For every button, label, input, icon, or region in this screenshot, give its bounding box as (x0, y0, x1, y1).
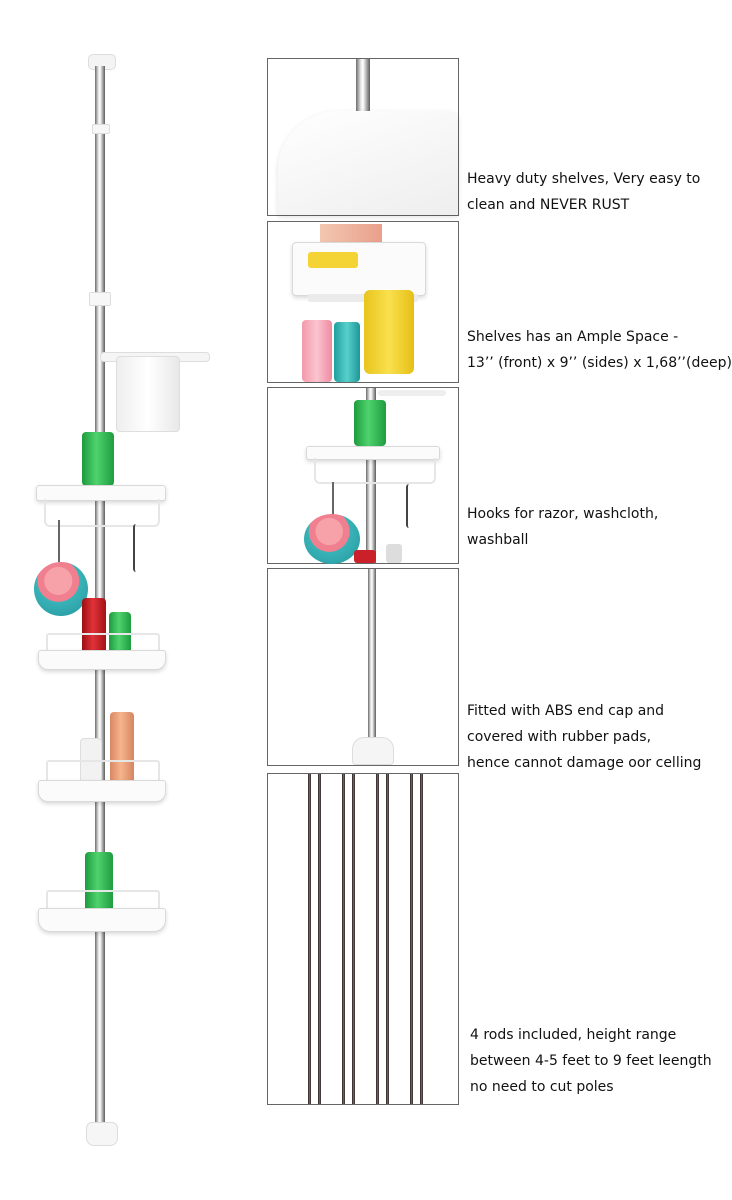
shelf-2-rail (46, 633, 160, 653)
caption-line: hence cannot damage oor celling (467, 755, 702, 771)
peach-bottle (110, 712, 134, 784)
green-bottle (82, 432, 114, 486)
bottom-end-cap (86, 1122, 118, 1146)
feature-caption-3: Hooks for razor, washcloth, washball (467, 501, 726, 553)
caption-line: Fitted with ABS end cap and (467, 703, 665, 719)
teal-bottle (334, 322, 360, 382)
green-bottle (354, 400, 386, 446)
pole-collar (92, 124, 110, 134)
caption-line: washball (467, 532, 529, 548)
feature-caption-5: 4 rods included, height range between 4-… (470, 1022, 726, 1100)
product-illustration (0, 0, 260, 1200)
end-cap (352, 737, 394, 765)
shelf-3 (38, 780, 166, 802)
detail-panel-end-cap (267, 568, 459, 766)
caption-line: covered with rubber pads, (467, 729, 652, 745)
pump-cap (386, 544, 402, 563)
rod (318, 774, 321, 1104)
rod (420, 774, 423, 1104)
caption-line: Hooks for razor, washcloth, (467, 506, 659, 522)
shelf (306, 446, 440, 460)
feature-caption-4: Fitted with ABS end cap and covered with… (467, 698, 726, 776)
hook-bar (314, 458, 436, 484)
hook-bar (44, 499, 160, 527)
yellow-washcloth (364, 290, 414, 374)
detail-panel-shelf (267, 58, 459, 216)
red-cap (354, 550, 376, 563)
rod (376, 774, 379, 1104)
caption-line: 4 rods included, height range (470, 1027, 677, 1043)
hook-bar (308, 294, 418, 302)
top-bar (378, 390, 446, 396)
sponge-icon (34, 562, 88, 616)
rod (386, 774, 389, 1104)
feature-caption-2: Shelves has an Ample Space - 13’’ (front… (467, 324, 732, 376)
caption-line: no need to cut poles (470, 1079, 614, 1095)
yellow-sponge (308, 252, 358, 268)
towel (116, 356, 180, 432)
sponge-icon (304, 514, 360, 564)
shelf (292, 242, 426, 296)
shelf-4 (38, 908, 166, 932)
caption-line: 13’’ (front) x 9’’ (sides) x 1,68’’(deep… (467, 355, 732, 371)
caption-line: Shelves has an Ample Space - (467, 329, 679, 345)
detail-panel-rods (267, 773, 459, 1105)
feature-caption-1: Heavy duty shelves, Very easy to clean a… (467, 166, 726, 218)
detail-panel-space (267, 221, 459, 383)
rod (308, 774, 311, 1104)
razor-icon (133, 524, 145, 572)
detail-panel-hooks (267, 387, 459, 564)
rod (342, 774, 345, 1104)
pole-collar (89, 292, 111, 306)
shelf-4-rail (46, 890, 160, 912)
caption-line: Heavy duty shelves, Very easy to (467, 171, 701, 187)
rod (352, 774, 355, 1104)
hook (58, 520, 60, 562)
pink-bottle (302, 320, 332, 382)
caption-line: between 4-5 feet to 9 feet leength (470, 1053, 712, 1069)
caption-line: clean and NEVER RUST (467, 197, 630, 213)
pole (356, 59, 370, 121)
shelf-2 (38, 650, 166, 670)
pole (366, 388, 376, 563)
red-bottle (82, 598, 106, 656)
shelf-3-rail (46, 760, 160, 782)
shelf-1 (36, 485, 166, 501)
hook (332, 482, 334, 516)
shelf-closeup (278, 111, 458, 215)
razor-icon (406, 484, 418, 528)
rod (410, 774, 413, 1104)
pole (368, 569, 376, 741)
green-bottle (85, 852, 113, 914)
